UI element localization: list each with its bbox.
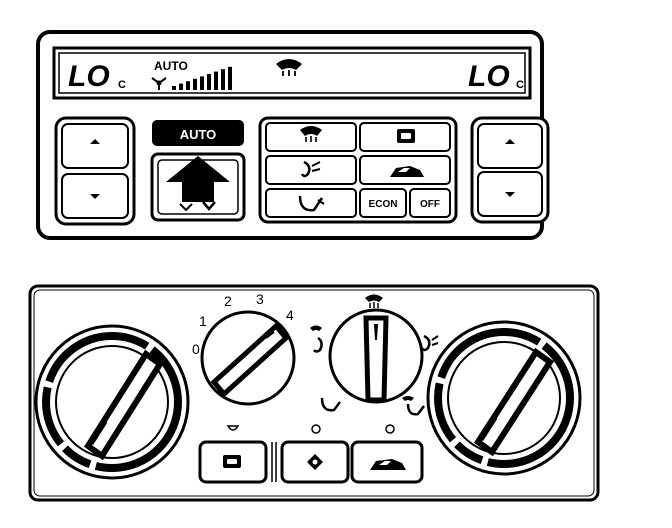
down-arrow-icon	[505, 192, 515, 197]
display-defrost-icon	[276, 59, 302, 76]
right-temp-buttons	[470, 116, 550, 224]
left-temp-unit: C	[118, 79, 126, 91]
ac-icon	[307, 454, 323, 470]
small-down-arrow-icon	[202, 201, 216, 211]
left-temp-buttons	[54, 116, 136, 226]
indicator-lamps	[226, 424, 395, 434]
off-button[interactable]	[409, 188, 451, 218]
mode-knob-group	[310, 294, 439, 416]
defrost-face-icon	[310, 325, 323, 353]
left-temp-readout: LO	[68, 60, 110, 93]
face-vent-icon	[420, 334, 439, 352]
mode-knob[interactable]	[328, 308, 424, 404]
fan-speed-knob-group: 0 1 2 3 4	[192, 291, 296, 406]
fan-speed-bar	[179, 83, 183, 90]
left-temp-knob[interactable]	[34, 324, 190, 480]
fan-speed-bar	[193, 78, 197, 90]
recirculation-icon	[397, 129, 415, 143]
off-button-label: OFF	[420, 199, 440, 210]
foot-defrost-icon	[402, 396, 425, 416]
right-temp-knob[interactable]	[426, 320, 582, 476]
right-temp-unit: C	[516, 79, 524, 91]
right-temp-up-button[interactable]	[477, 123, 543, 169]
face-vent-button[interactable]	[265, 155, 357, 185]
defrost-icon	[300, 126, 322, 142]
econ-button-label: ECON	[369, 199, 398, 210]
bottom-button-row	[198, 440, 424, 484]
fan-scale-label: 1	[199, 313, 207, 329]
indicator-lamp	[226, 425, 240, 431]
fan-icon	[151, 77, 167, 90]
defrost-icon	[365, 294, 383, 308]
fan-speed-bar	[200, 76, 204, 90]
fan-speed-bars	[172, 66, 232, 90]
fan-scale-label: 4	[286, 307, 294, 323]
econ-button[interactable]	[359, 188, 407, 218]
fan-scale-label: 3	[256, 291, 264, 307]
left-temp-up-button[interactable]	[61, 123, 129, 169]
manual-climate-panel: 0 1 2 3 4	[28, 284, 600, 502]
auto-button-label: AUTO	[180, 127, 217, 142]
auto-button[interactable]	[152, 120, 244, 146]
big-up-arrow-icon	[166, 156, 230, 202]
foot-vent-button[interactable]	[265, 188, 357, 218]
up-arrow-icon	[505, 139, 515, 144]
auto-button-group: AUTO	[152, 120, 244, 146]
mode-select-button[interactable]	[150, 152, 246, 222]
fan-speed-bar	[186, 81, 190, 90]
fan-speed-bar	[228, 66, 232, 90]
fan-speed-bar	[214, 71, 218, 90]
face-vent-icon	[300, 160, 321, 178]
fan-speed-bar	[172, 86, 176, 90]
up-arrow-icon	[90, 139, 100, 144]
right-temp-readout: LO	[468, 60, 510, 93]
indicator-lamp	[311, 424, 321, 434]
small-left-arrow-icon	[179, 203, 193, 212]
fresh-air-icon	[370, 459, 406, 470]
auto-climate-panel: LO C AUTO LO C AUTO	[36, 30, 550, 240]
foot-vent-icon	[298, 195, 325, 212]
fan-speed-bar	[221, 69, 225, 90]
indicator-lamp	[385, 424, 395, 434]
fan-scale-label: 2	[224, 293, 232, 309]
divider	[271, 442, 277, 482]
fan-scale-label: 0	[192, 341, 200, 357]
auto-mode-indicator: AUTO	[154, 59, 188, 73]
fan-speed-knob[interactable]	[200, 310, 296, 406]
lcd-display: LO C AUTO LO C	[52, 46, 532, 100]
fresh-air-icon	[390, 166, 424, 177]
foot-vent-icon	[320, 397, 341, 412]
down-arrow-icon	[90, 194, 100, 199]
airflow-button-block: ECON OFF	[258, 116, 458, 224]
fan-speed-bar	[207, 74, 211, 90]
recirculation-icon	[223, 455, 241, 468]
